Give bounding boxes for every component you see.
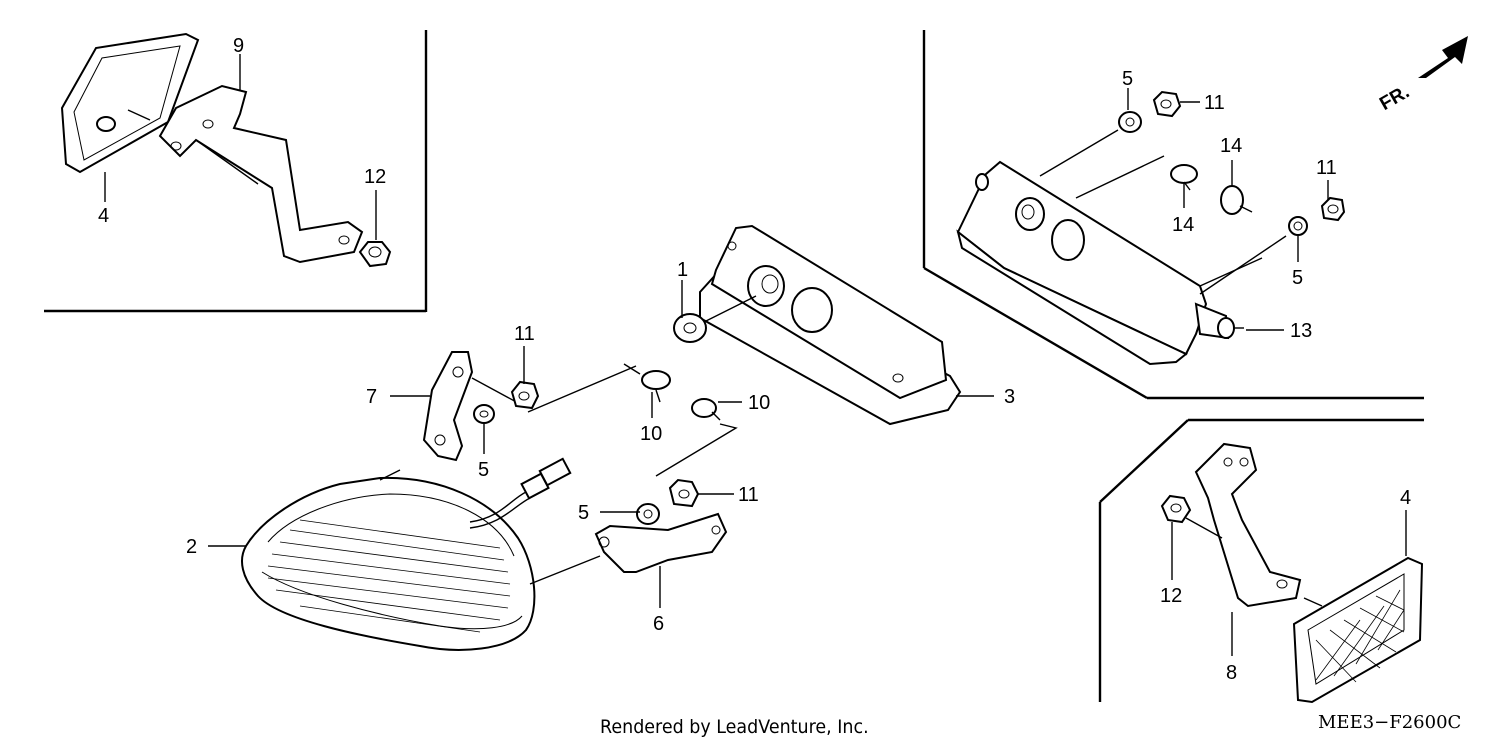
callout-14-top: 14	[1220, 135, 1242, 157]
mounting-bracket-lower	[594, 512, 728, 573]
housing-rear-view	[956, 129, 1287, 366]
collar-upper	[473, 404, 495, 424]
grommet	[673, 295, 757, 343]
washer-screw-right	[1220, 185, 1253, 215]
screw-top-right	[1170, 164, 1198, 191]
screw-right	[655, 398, 738, 477]
callout-1: 1	[677, 259, 688, 281]
callout-5-center: 5	[478, 459, 489, 481]
leader-lines	[104, 54, 1407, 656]
callout-7: 7	[366, 386, 377, 408]
inset-frame-bottom-right	[1098, 418, 1424, 702]
callout-11-mid-right: 11	[1316, 157, 1337, 179]
callout-8: 8	[1226, 662, 1237, 684]
side-reflector-right	[1292, 556, 1424, 704]
collar-mid-right	[1288, 216, 1308, 236]
mounting-bracket-upper	[422, 351, 521, 462]
license-light-housing	[699, 224, 962, 426]
collar-lower	[636, 503, 660, 525]
front-direction-label: FR.	[1376, 81, 1413, 114]
callout-2: 2	[186, 536, 197, 558]
callout-14-bottom: 14	[1172, 214, 1194, 236]
callout-5-left: 5	[578, 502, 589, 524]
flange-nut-upper	[510, 365, 637, 413]
callout-labels: 1 2 3 4 4 5 5 5 5 6 7 8 9 10 10 11 11 11…	[98, 35, 1411, 684]
callout-10-left: 10	[640, 423, 662, 445]
collar-top-right	[1118, 111, 1142, 133]
inset-frame-left	[44, 30, 428, 313]
callout-5-top-right: 5	[1122, 68, 1133, 90]
callout-4-right: 4	[1400, 487, 1411, 509]
flange-nut-lower	[668, 478, 700, 508]
callout-9: 9	[233, 35, 244, 57]
callout-12-right: 12	[1160, 585, 1182, 607]
callout-3: 3	[1004, 386, 1015, 408]
diagram-code: MEE3−F2600C	[1318, 712, 1462, 733]
tail-light-lens	[241, 469, 601, 651]
flange-nut-left	[358, 241, 392, 268]
callout-12-left: 12	[364, 166, 386, 188]
front-direction-arrow: FR.	[1376, 36, 1468, 115]
callout-4-left: 4	[98, 205, 109, 227]
screw-center	[623, 363, 671, 403]
side-reflector-left	[60, 32, 200, 174]
callout-5-mid-right: 5	[1292, 267, 1303, 289]
callout-11-bracket: 11	[514, 323, 535, 345]
callout-11-center: 11	[738, 484, 759, 506]
callout-10-right: 10	[748, 392, 770, 414]
render-credit: Rendered by LeadVenture, Inc.	[600, 716, 869, 738]
flange-nut-top-right	[1152, 90, 1182, 118]
callout-11-top-right: 11	[1204, 92, 1225, 114]
callout-13: 13	[1290, 320, 1312, 342]
inset-frame-top-right	[922, 30, 1424, 400]
flange-nut-right	[1160, 494, 1192, 524]
reflector-bracket-right	[1185, 442, 1302, 608]
reflector-bracket-left	[127, 84, 364, 264]
flange-nut-mid-right	[1320, 196, 1346, 222]
wire-connector	[469, 457, 572, 529]
callout-6: 6	[653, 613, 664, 635]
